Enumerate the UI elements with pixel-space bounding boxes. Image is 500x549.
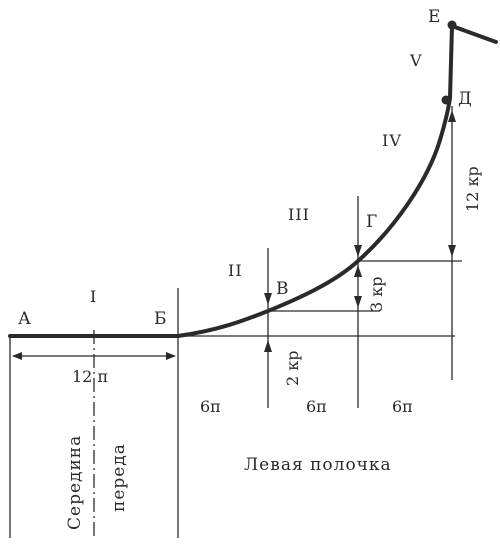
section-2-label: II <box>228 261 243 280</box>
arrow-left-12p <box>12 352 22 360</box>
segment-3-label: 6п <box>392 397 413 416</box>
curve-b-d <box>176 96 452 338</box>
center-label-1: Середина <box>65 435 85 530</box>
center-label-2: переда <box>109 443 129 512</box>
line-d-e <box>448 24 454 100</box>
section-5-label: V <box>409 51 423 70</box>
section-4-label: IV <box>382 131 402 150</box>
arrow-down-v <box>264 293 272 305</box>
arrow-up-12kr <box>448 110 456 122</box>
arrow-up-3kr <box>354 265 362 277</box>
point-v-label: В <box>276 279 289 299</box>
segment-2-label: 6п <box>306 397 327 416</box>
arrow-down-g <box>354 245 362 257</box>
point-b-label: Б <box>154 309 167 329</box>
point-e-dot <box>447 20 457 30</box>
point-d-dot <box>441 95 451 105</box>
section-3-label: III <box>288 205 310 224</box>
arrow-right-12p <box>166 352 176 360</box>
point-d-label: Д <box>458 89 472 109</box>
rise-d-label: 12 кр <box>463 166 482 212</box>
arrow-down-12kr <box>448 245 456 257</box>
arrow-down-3kr <box>354 296 362 308</box>
arrow-up-2kr <box>264 340 272 352</box>
rise-g-label: 3 кр <box>367 276 386 312</box>
rise-v-label: 2 кр <box>283 350 302 386</box>
front-width-label: 12 п <box>72 367 108 386</box>
point-e-label: Е <box>428 7 440 27</box>
section-1-label: I <box>90 287 97 306</box>
point-a-label: А <box>18 309 31 329</box>
caption-left-front: Левая полочка <box>244 455 392 475</box>
segment-1-label: 6п <box>200 397 221 416</box>
point-g-label: Г <box>366 212 377 232</box>
line-e-tail <box>450 24 498 44</box>
